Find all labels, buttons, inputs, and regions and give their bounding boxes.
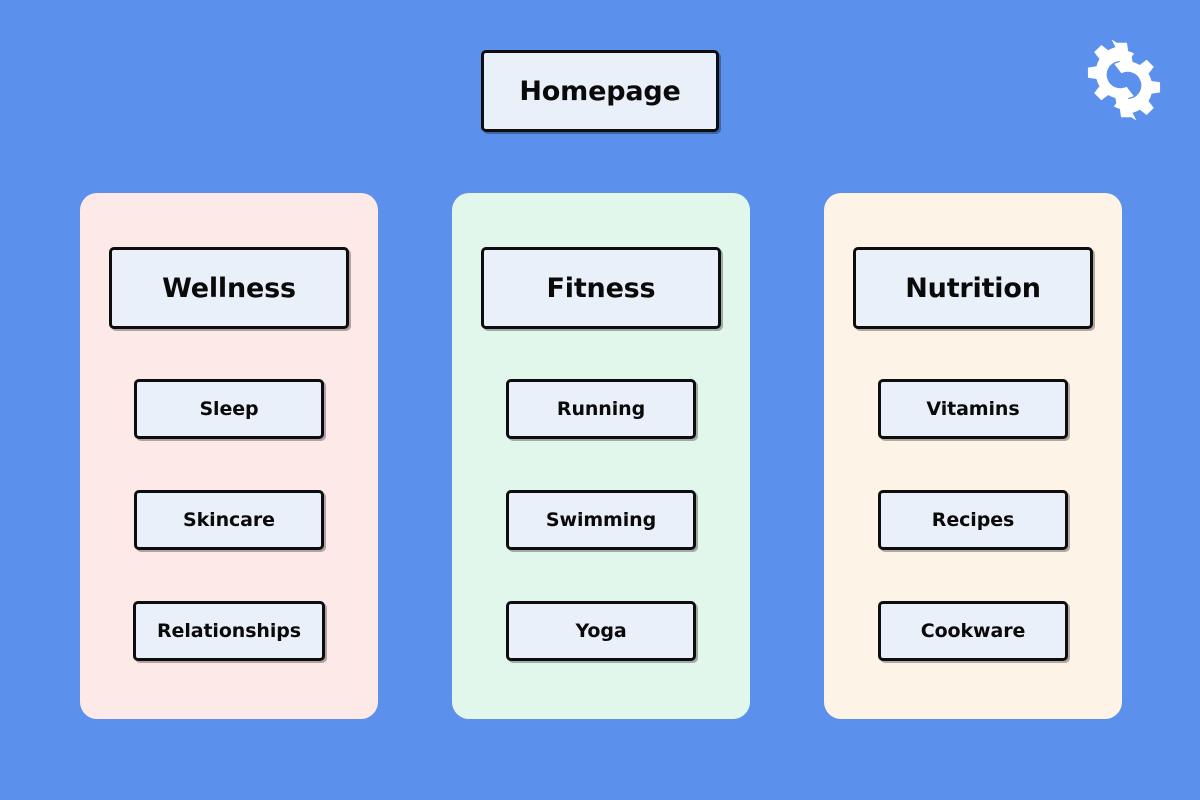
child-node-yoga[interactable]: Yoga [506, 601, 696, 661]
column-card-fitness: Fitness Running Swimming Yoga [452, 193, 750, 719]
category-node-nutrition[interactable]: Nutrition [853, 247, 1093, 329]
column-card-nutrition: Nutrition Vitamins Recipes Cookware [824, 193, 1122, 719]
root-node-homepage[interactable]: Homepage [481, 50, 719, 132]
child-node-cookware[interactable]: Cookware [878, 601, 1068, 661]
category-columns: Wellness Sleep Skincare Relationships Fi… [80, 193, 1122, 719]
double-gear-icon [1070, 26, 1178, 134]
column-card-wellness: Wellness Sleep Skincare Relationships [80, 193, 378, 719]
child-node-swimming[interactable]: Swimming [506, 490, 696, 550]
child-node-relationships[interactable]: Relationships [133, 601, 325, 661]
child-node-vitamins[interactable]: Vitamins [878, 379, 1068, 439]
category-node-fitness[interactable]: Fitness [481, 247, 721, 329]
child-node-recipes[interactable]: Recipes [878, 490, 1068, 550]
child-node-sleep[interactable]: Sleep [134, 379, 324, 439]
category-node-wellness[interactable]: Wellness [109, 247, 349, 329]
child-node-running[interactable]: Running [506, 379, 696, 439]
child-node-skincare[interactable]: Skincare [134, 490, 324, 550]
